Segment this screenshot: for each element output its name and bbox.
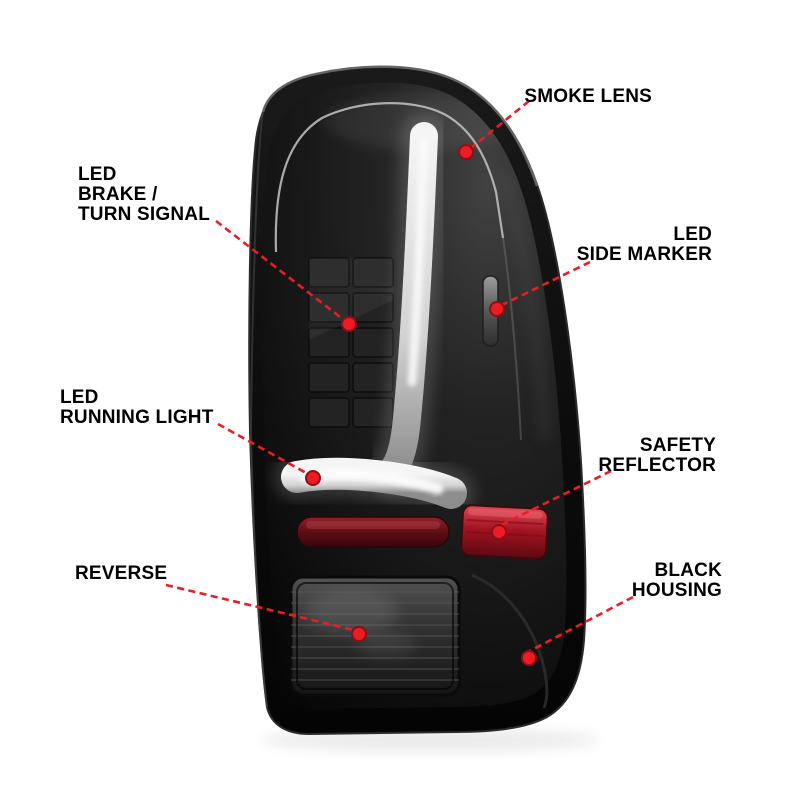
callout-led-running-light: LED RUNNING LIGHT	[60, 388, 214, 428]
callout-label-line: LED	[673, 224, 712, 245]
callout-label-line: HOUSING	[631, 580, 722, 601]
callout-led-side-marker: LED SIDE MARKER	[577, 225, 712, 265]
housing-lower-trim	[471, 573, 549, 709]
reverse-light-element	[289, 575, 461, 697]
callout-label-line: BLACK	[654, 560, 722, 581]
housing-left-rim-highlight	[249, 111, 268, 708]
dot-led-side-marker	[489, 301, 505, 317]
lens-contour-line-right	[502, 237, 522, 441]
dot-led-brake-turn-signal	[341, 316, 357, 332]
callout-label-line: SAFETY	[639, 435, 716, 456]
leader-led-running-light	[217, 422, 309, 476]
led-brake-array	[308, 257, 394, 428]
callout-label-line: BRAKE /	[78, 184, 158, 205]
leader-led-brake-turn-signal	[215, 219, 345, 322]
callout-black-housing: BLACK HOUSING	[632, 561, 722, 601]
leader-smoke-lens	[470, 99, 530, 150]
leader-safety-reflector	[494, 469, 612, 530]
callout-led-brake-turn-signal: LED BRAKE / TURN SIGNAL	[78, 165, 210, 225]
dot-black-housing	[521, 650, 537, 666]
callout-safety-reflector: SAFETY REFLECTOR	[598, 436, 716, 476]
housing-top-rim-highlight	[261, 65, 539, 187]
callout-label-line: LED	[78, 164, 117, 185]
dot-reverse	[351, 626, 367, 642]
dot-led-running-light	[305, 470, 321, 486]
led-array-sheen	[309, 258, 393, 340]
callout-label-line: RUNNING LIGHT	[60, 407, 214, 428]
callout-reverse: REVERSE	[75, 564, 167, 584]
leader-black-housing	[523, 595, 634, 656]
callout-label-line: REFLECTOR	[598, 455, 716, 476]
dot-smoke-lens	[458, 144, 474, 160]
center-reflector-bar	[296, 516, 450, 548]
callout-label-line: REVERSE	[75, 563, 168, 584]
dot-safety-reflector	[491, 524, 507, 540]
callout-label-line: LED	[60, 387, 99, 408]
callout-label-line: SMOKE LENS	[524, 86, 652, 107]
leader-reverse	[165, 583, 355, 632]
callout-leader-lines	[165, 99, 634, 656]
callout-label-line: TURN SIGNAL	[78, 204, 211, 225]
callout-label-line: SIDE MARKER	[576, 244, 712, 265]
callout-smoke-lens: SMOKE LENS	[524, 87, 652, 107]
leader-led-side-marker	[501, 260, 591, 307]
lens-contour-line	[274, 102, 505, 253]
callout-dots	[305, 144, 537, 666]
